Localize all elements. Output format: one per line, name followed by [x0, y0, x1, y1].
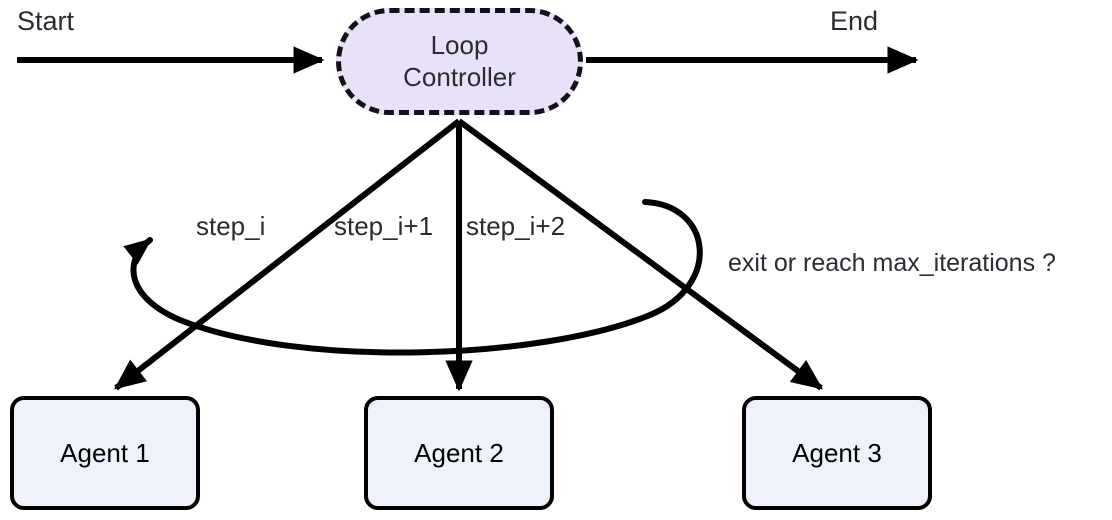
node-agent-1[interactable]: Agent 1	[10, 396, 200, 510]
start-label: Start	[17, 6, 75, 36]
node-loop-controller[interactable]: Loop Controller	[336, 8, 583, 115]
node-agent-2[interactable]: Agent 2	[364, 396, 554, 510]
agent-2-label: Agent 2	[414, 437, 504, 468]
edge-feedback-loop	[123, 199, 703, 356]
end-label: End	[830, 6, 879, 36]
edge-controller-to-agent-1	[114, 118, 461, 391]
loop-controller-label-line-1: Loop	[430, 29, 489, 60]
edge-label-exit-condition: exit or reach max_iterations ?	[728, 249, 1056, 277]
edge-controller-to-agent-3	[457, 118, 824, 391]
agent-1-label: Agent 1	[60, 437, 150, 468]
loop-controller-label-line-2: Controller	[403, 61, 516, 92]
edge-label-step-i-plus-1: step_i+1	[334, 211, 434, 241]
agent-3-label: Agent 3	[792, 437, 882, 468]
node-agent-3[interactable]: Agent 3	[742, 396, 932, 510]
edge-label-step-i-plus-2: step_i+2	[466, 211, 566, 241]
edge-label-step-i: step_i	[196, 211, 266, 241]
